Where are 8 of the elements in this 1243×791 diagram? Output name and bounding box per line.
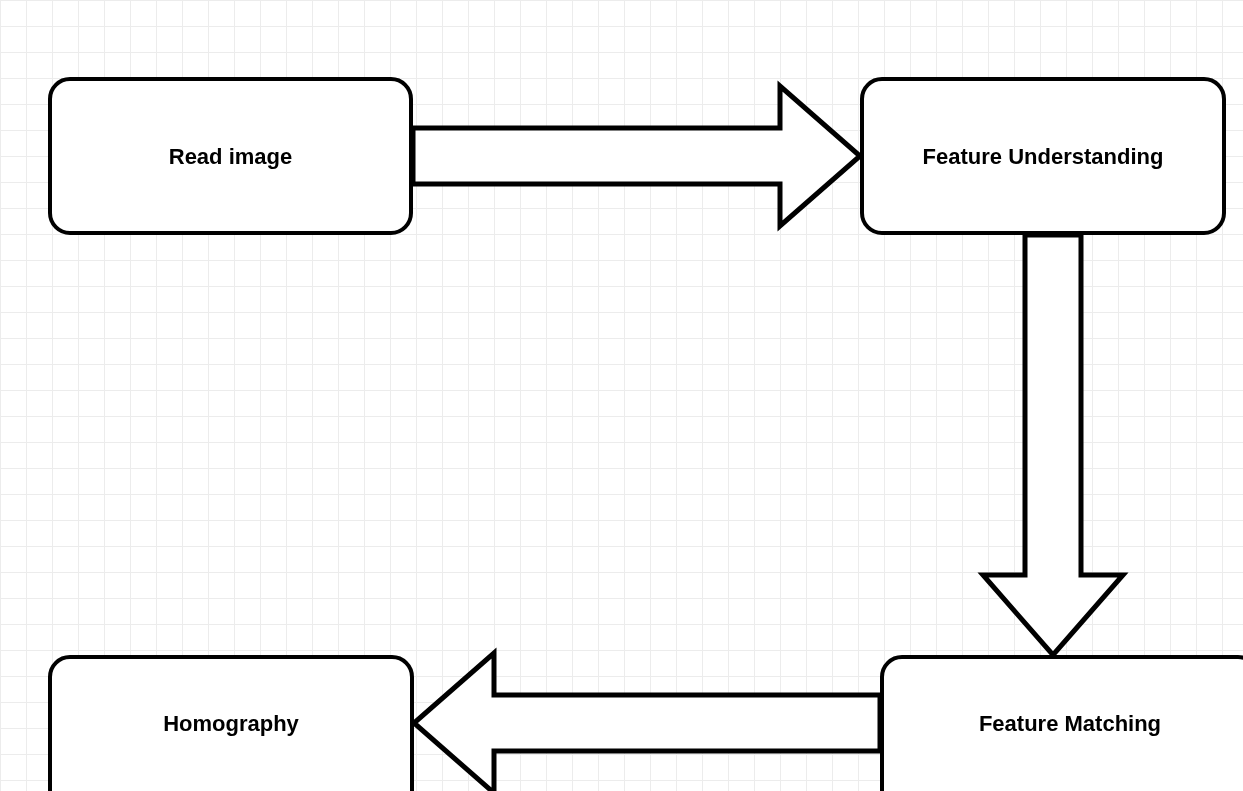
box-label: Read image [168, 142, 293, 171]
process-box [48, 77, 413, 235]
process-box [860, 77, 1226, 235]
box-label: Feature Understanding [922, 142, 1164, 171]
box-label: Homography [163, 709, 299, 738]
box-label: Feature Matching [978, 709, 1162, 738]
process-box [880, 655, 1243, 791]
process-box [48, 655, 414, 791]
